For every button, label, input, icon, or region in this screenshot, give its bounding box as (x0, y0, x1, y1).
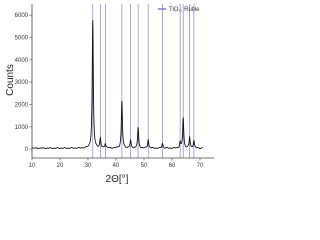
y-tick-label: 6000 (15, 13, 29, 19)
y-tick-labels: 0 1000 2000 3000 4000 5000 6000 (15, 13, 32, 153)
x-tick-labels: 10 20 30 40 50 60 70 (29, 158, 204, 169)
x-tick-label: 40 (113, 163, 120, 169)
legend: TiO₂, Rutile (158, 7, 200, 13)
reference-lines (92, 4, 195, 158)
y-tick-label: 5000 (15, 35, 29, 41)
y-tick-label: 0 (25, 147, 29, 153)
x-tick-label: 10 (29, 163, 36, 169)
y-tick-label: 3000 (15, 80, 29, 86)
series-line (31, 20, 203, 150)
x-tick-label: 60 (169, 163, 176, 169)
x-tick-label: 50 (141, 163, 148, 169)
y-tick-label: 1000 (15, 125, 29, 131)
x-tick-label: 70 (197, 163, 204, 169)
legend-label: TiO₂, Rutile (169, 7, 200, 13)
x-tick-label: 20 (57, 163, 64, 169)
x-tick-label: 30 (85, 163, 92, 169)
y-axis-label: Counts (5, 64, 16, 96)
y-tick-label: 2000 (15, 102, 29, 108)
x-axis-label: 2Θ[°] (106, 174, 129, 185)
xrd-chart: 10 20 30 40 50 60 70 0 1000 2000 3000 4000 5000 6000… (5, 4, 214, 185)
axes (31, 4, 214, 159)
y-tick-label: 4000 (15, 58, 29, 64)
